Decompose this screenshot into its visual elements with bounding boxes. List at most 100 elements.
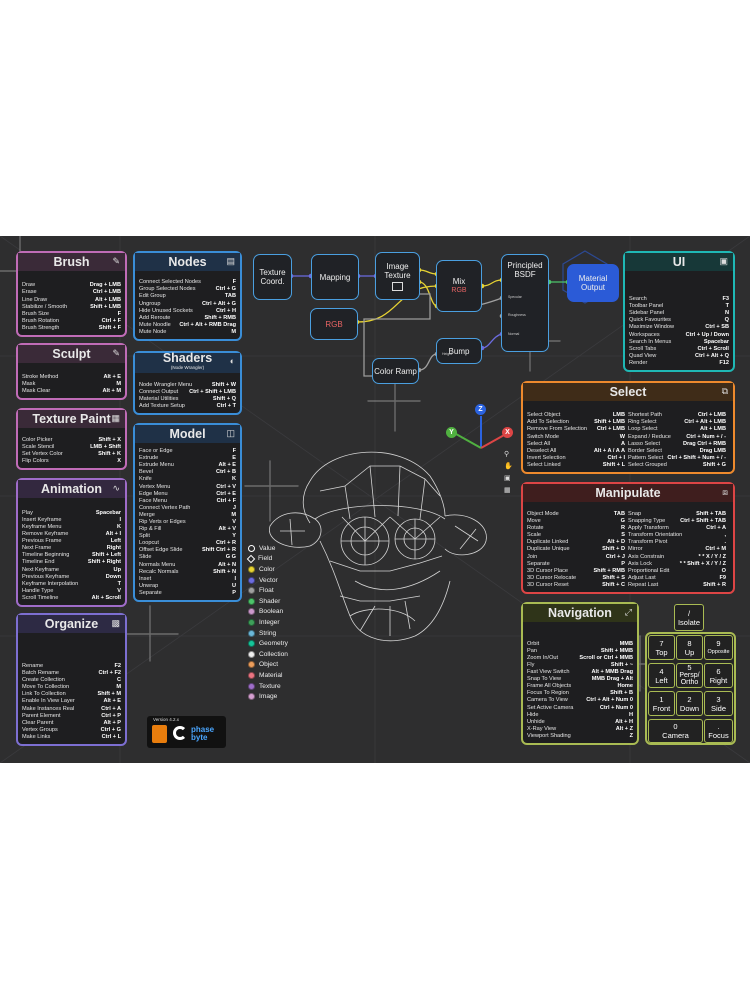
shortcut-key: U: [231, 582, 236, 589]
shortcut-key: N: [724, 310, 729, 317]
shortcut-action: Node Wrangler Menu: [139, 381, 193, 388]
viewport-tools: ⚲ ✋ ▣ ▦: [504, 449, 513, 497]
shortcut-key: Shift + N: [213, 568, 236, 575]
shortcut-action: Duplicate Unique: [527, 546, 570, 553]
shortcut-key: Alt + M: [102, 387, 122, 394]
shortcut-action: Bevel: [139, 469, 153, 476]
shortcut-action: Face Menu: [139, 497, 167, 504]
shortcut-action: Stabilize / Smooth: [22, 303, 68, 310]
shortcut-action: Select Linked: [527, 461, 561, 468]
shortcut-key: Ctrl + B: [215, 469, 236, 476]
shortcut-key: Shift + R: [703, 581, 726, 588]
shader-sphere-icon: ◐: [229, 356, 235, 366]
shortcut-key: Ctrl + Num 0: [599, 704, 633, 711]
socket-height-label: Height: [442, 352, 453, 356]
shortcut-key: ,: [724, 532, 726, 539]
shortcut-key: Shift + Q: [212, 395, 236, 402]
node-color-ramp: Color Ramp: [372, 358, 419, 384]
shortcut-pair: Axis Lock* * Shift + X / Y / Z: [628, 561, 729, 568]
shortcut-action: Next Frame: [22, 545, 52, 552]
shortcut-key: Shift + Right: [87, 559, 121, 566]
numpad-key-slash: /Isolate: [674, 604, 704, 631]
shortcut-key: Alt + Scroll: [91, 594, 121, 601]
socket-dot-icon: [248, 650, 255, 658]
shortcut-key: F3: [722, 296, 729, 303]
shortcut-action: Unhide: [527, 718, 545, 725]
select-box-icon: ⧉: [721, 386, 728, 396]
shortcut-key: Alt + I: [105, 531, 121, 538]
shortcut-key: Home: [617, 683, 633, 690]
shortcut-action: Mute Noodle: [139, 321, 171, 328]
shortcut-key: Shift + RMB: [593, 567, 625, 574]
node-material-output: Material Output: [567, 264, 619, 302]
shortcut-action: Rename: [22, 662, 44, 669]
panel-title: Navigation: [523, 604, 637, 622]
shortcut-key: Shift + L: [602, 461, 625, 468]
shortcut-action: Scroll Tabs: [629, 345, 657, 352]
shortcut-key: Alt + H: [615, 718, 633, 725]
panel-title: Brush: [18, 253, 125, 271]
shortcut-action: Clear Parent: [22, 719, 54, 726]
shortcut-action: Normals Menu: [139, 561, 176, 568]
shortcut-key: Z: [629, 732, 633, 739]
shortcut-action: Add Reroute: [139, 314, 171, 321]
shortcut-key: Y: [232, 533, 236, 540]
legend-item-value: Value: [248, 543, 288, 554]
shortcut-key: A: [620, 440, 625, 447]
shortcut-key: F2: [114, 662, 121, 669]
shortcut-action: Brush Rotation: [22, 317, 60, 324]
shortcut-key: Ctrl + M: [705, 546, 726, 553]
shortcut-key: Ctrl + F: [101, 317, 121, 324]
legend-item-image: Image: [248, 691, 288, 702]
shortcut-action: Snap To View: [527, 676, 562, 683]
shortcut-action: Pattern Select: [628, 454, 664, 461]
shortcut-action: Mask: [22, 380, 36, 387]
shortcut-action: Parent Element: [22, 712, 61, 719]
legend-item-material: Material: [248, 670, 288, 681]
shortcut-key: Shift + W: [211, 381, 236, 388]
shortcut-key: Ctrl + G: [215, 286, 236, 293]
shortcut-action: Knife: [139, 476, 152, 483]
shortcut-action: Object Mode: [527, 510, 559, 517]
shortcut-key: P: [232, 589, 236, 596]
panel-title: Model: [135, 425, 240, 443]
shortcut-action: Adjust Last: [628, 574, 656, 581]
shortcut-key: Shift + ~: [610, 661, 633, 668]
shortcut-key: Alt + V: [218, 526, 236, 533]
shortcut-key: H: [628, 711, 633, 718]
shortcut-key: Alt + A / A A: [593, 447, 625, 454]
shortcut-key: Alt + D: [607, 539, 625, 546]
shortcut-action: Join: [527, 553, 538, 560]
